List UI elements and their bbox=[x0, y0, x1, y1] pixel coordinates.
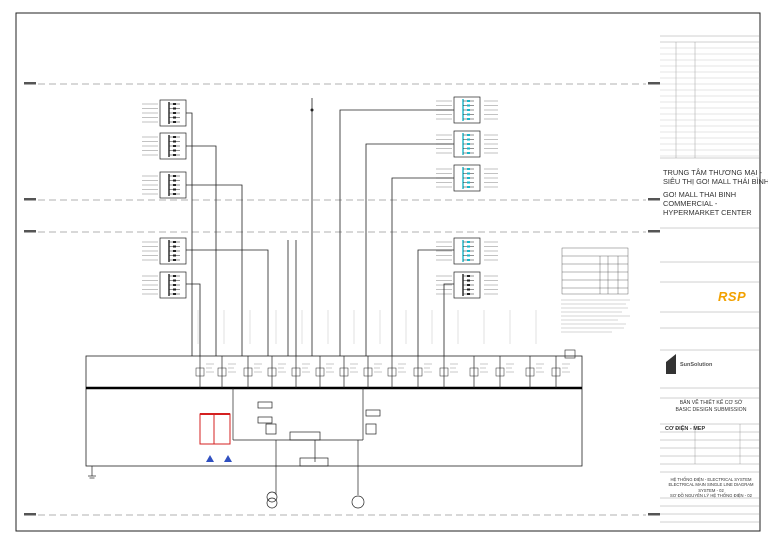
breaker bbox=[339, 356, 358, 388]
distribution-board bbox=[142, 171, 187, 199]
project-name-vi-2: SIÊU THỊ GO! MALL THÁI BÌNH bbox=[663, 177, 768, 186]
breaker bbox=[363, 356, 382, 388]
breaker bbox=[267, 356, 286, 388]
right-distribution-boards bbox=[436, 96, 498, 299]
distribution-board bbox=[436, 237, 481, 265]
breaker bbox=[243, 356, 262, 388]
breaker bbox=[551, 356, 570, 388]
breaker bbox=[439, 356, 458, 388]
distribution-board bbox=[142, 237, 187, 265]
drawing-title-en: BASIC DESIGN SUBMISSION bbox=[675, 406, 747, 413]
consultant-logo: RSP bbox=[718, 289, 747, 304]
riser-node bbox=[310, 108, 314, 112]
outgoing-breakers bbox=[195, 356, 570, 388]
breaker bbox=[387, 356, 406, 388]
main-switchboard-enclosure bbox=[85, 355, 583, 467]
breaker bbox=[525, 356, 544, 388]
floor-level-lines bbox=[38, 83, 646, 516]
breaker bbox=[217, 356, 236, 388]
earthing bbox=[88, 466, 96, 479]
breaker bbox=[195, 356, 214, 388]
left-distribution-boards bbox=[142, 99, 187, 299]
system-title-vi: HỆ THỐNG ĐIỆN - ELECTRICAL SYSTEM bbox=[670, 477, 752, 482]
breaker bbox=[315, 356, 334, 388]
breaker bbox=[413, 356, 432, 388]
generator-changeover-red bbox=[199, 413, 231, 445]
contractor-logo-mark bbox=[666, 354, 676, 374]
legend-notes bbox=[561, 299, 630, 333]
legend-table bbox=[561, 247, 629, 295]
project-name: TRUNG TÂM THƯƠNG MẠI - SIÊU THỊ GO! MALL… bbox=[663, 168, 768, 217]
revision-rows bbox=[660, 47, 760, 157]
system-title: HỆ THỐNG ĐIỆN - ELECTRICAL SYSTEM ELECTR… bbox=[664, 477, 758, 499]
breaker bbox=[495, 356, 514, 388]
distribution-board bbox=[142, 271, 187, 299]
distribution-board bbox=[436, 271, 481, 299]
incoming-section bbox=[232, 388, 381, 509]
project-name-en-1: GO! MALL THAI BINH bbox=[663, 190, 737, 199]
auxiliary-box bbox=[564, 349, 576, 359]
feeder-cables bbox=[186, 109, 537, 356]
drawing-title: BẢN VẼ THIẾT KẾ CƠ SỞ BASIC DESIGN SUBMI… bbox=[664, 400, 758, 413]
distribution-board bbox=[436, 130, 481, 158]
project-name-en-3: HYPERMARKET CENTER bbox=[663, 208, 752, 217]
system-title-line2: ELECTRICAL MAIN SINGLE LINE DIAGRAM SYST… bbox=[668, 482, 754, 493]
system-title-line3: SƠ ĐỒ NGUYÊN LÝ HỆ THỐNG ĐIỆN - 02 bbox=[670, 493, 752, 499]
distribution-board bbox=[142, 132, 187, 160]
contractor-name: SunSolution bbox=[680, 362, 713, 368]
level-markers bbox=[24, 82, 660, 516]
breaker bbox=[291, 356, 310, 388]
project-name-vi-1: TRUNG TÂM THƯƠNG MẠI - bbox=[663, 168, 763, 177]
generator-icons bbox=[206, 455, 232, 462]
title-block-grid bbox=[660, 35, 760, 523]
distribution-board bbox=[142, 99, 187, 127]
sheet-border bbox=[15, 12, 761, 532]
discipline: CƠ ĐIỆN - MEP bbox=[665, 426, 706, 432]
project-name-en-2: COMMERCIAL - bbox=[663, 199, 718, 208]
drawing-title-vi: BẢN VẼ THIẾT KẾ CƠ SỞ bbox=[679, 400, 743, 406]
breaker bbox=[469, 356, 488, 388]
